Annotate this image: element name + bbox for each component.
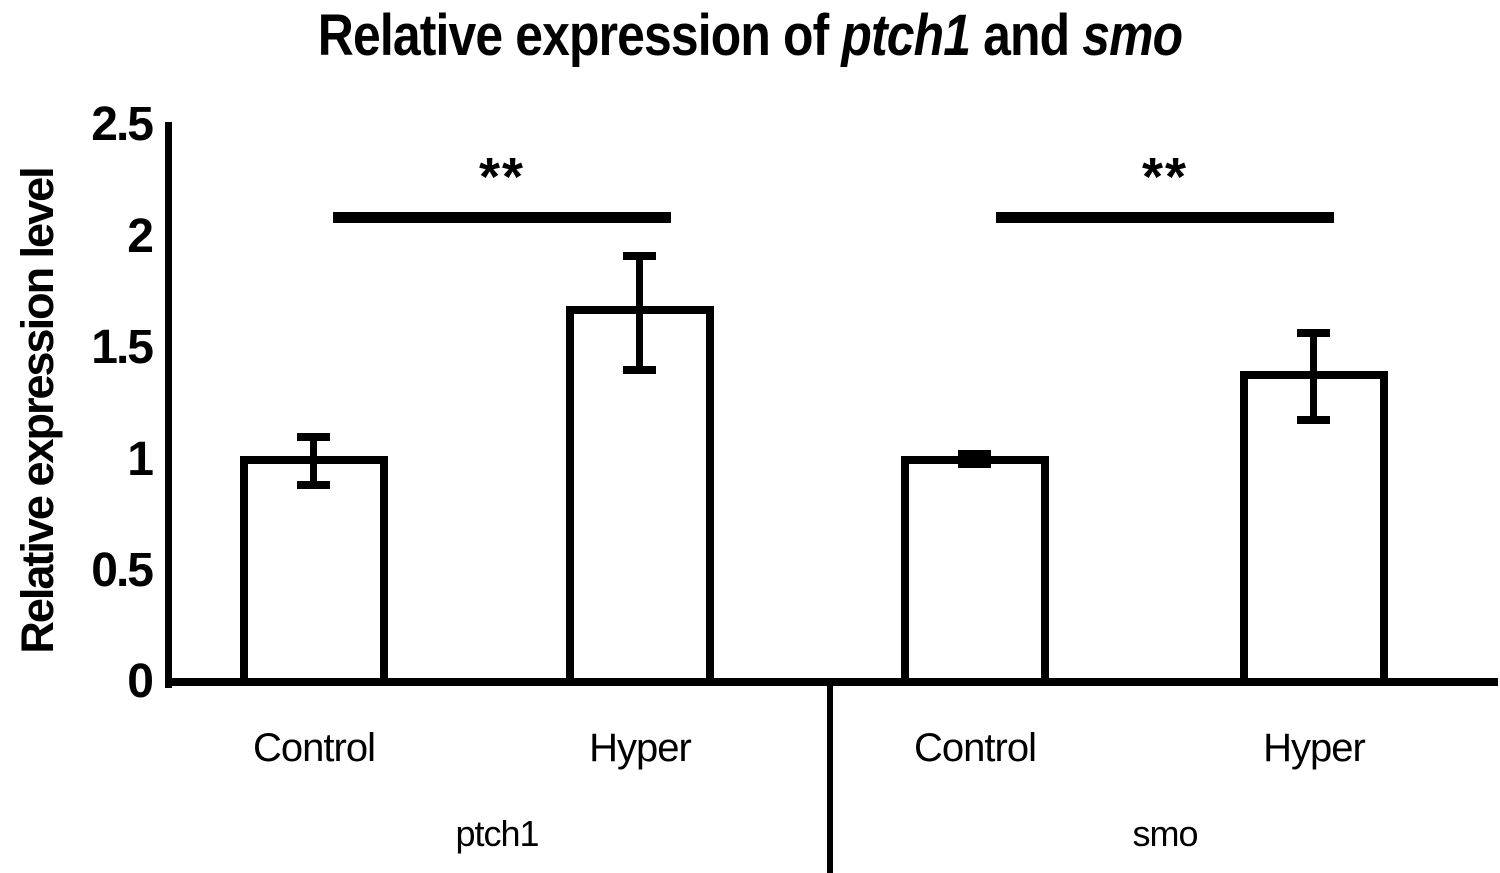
- error-bar-line-ptch1-control: [310, 437, 317, 487]
- error-bar-line-ptch1-hyper: [636, 256, 643, 373]
- chart-title-part-1: Relative expression of: [317, 3, 842, 68]
- y-axis-line: [165, 122, 172, 688]
- bar-smo-control: [901, 456, 1049, 683]
- y-axis-tick-labels: 2.5 2 1.5 1 0.5 0: [0, 0, 154, 873]
- chart-title: Relative expression of ptch1 and smo: [105, 2, 1395, 69]
- y-tick-label-0.5: 0.5: [91, 544, 154, 597]
- y-tick-label-2.5: 2.5: [91, 98, 154, 151]
- significance-stars-smo: **: [1141, 147, 1189, 207]
- group-divider-line: [827, 686, 833, 873]
- error-bar-cap-upper-ptch1-control: [297, 433, 330, 441]
- significance-bracket-ptch1: [333, 212, 671, 223]
- chart-title-gene-ptch1: ptch1: [841, 3, 971, 68]
- error-bar-cap-upper-ptch1-hyper: [623, 252, 656, 260]
- significance-bracket-smo: [996, 212, 1334, 223]
- error-bar-cap-lower-smo-control: [958, 460, 991, 468]
- y-tick-label-0: 0: [127, 655, 154, 708]
- significance-stars-ptch1: **: [478, 147, 526, 207]
- x-category-label-smo-control: Control: [914, 726, 1037, 770]
- x-category-label-ptch1-hyper: Hyper: [589, 726, 692, 770]
- y-tick-label-1: 1: [127, 433, 154, 486]
- error-bar-cap-upper-smo-hyper: [1297, 329, 1330, 337]
- error-bar-cap-lower-ptch1-hyper: [623, 366, 656, 374]
- error-bar-cap-upper-smo-control: [958, 450, 991, 458]
- error-bar-cap-lower-smo-hyper: [1297, 416, 1330, 424]
- chart-title-gene-smo: smo: [1082, 3, 1183, 68]
- y-tick-label-2: 2: [127, 210, 154, 263]
- x-category-label-ptch1-control: Control: [253, 726, 376, 770]
- y-tick-label-1.5: 1.5: [91, 321, 154, 374]
- x-axis-line: [165, 678, 1498, 686]
- chart-title-part-3: and: [970, 3, 1083, 68]
- error-bar-cap-lower-ptch1-control: [297, 481, 330, 489]
- error-bar-line-smo-control: [971, 452, 978, 464]
- x-category-label-smo-hyper: Hyper: [1263, 726, 1366, 770]
- error-bar-line-smo-hyper: [1310, 332, 1317, 424]
- x-group-label-smo: smo: [1132, 813, 1198, 854]
- bar-ptch1-control: [240, 456, 388, 683]
- x-group-label-ptch1: ptch1: [455, 813, 539, 854]
